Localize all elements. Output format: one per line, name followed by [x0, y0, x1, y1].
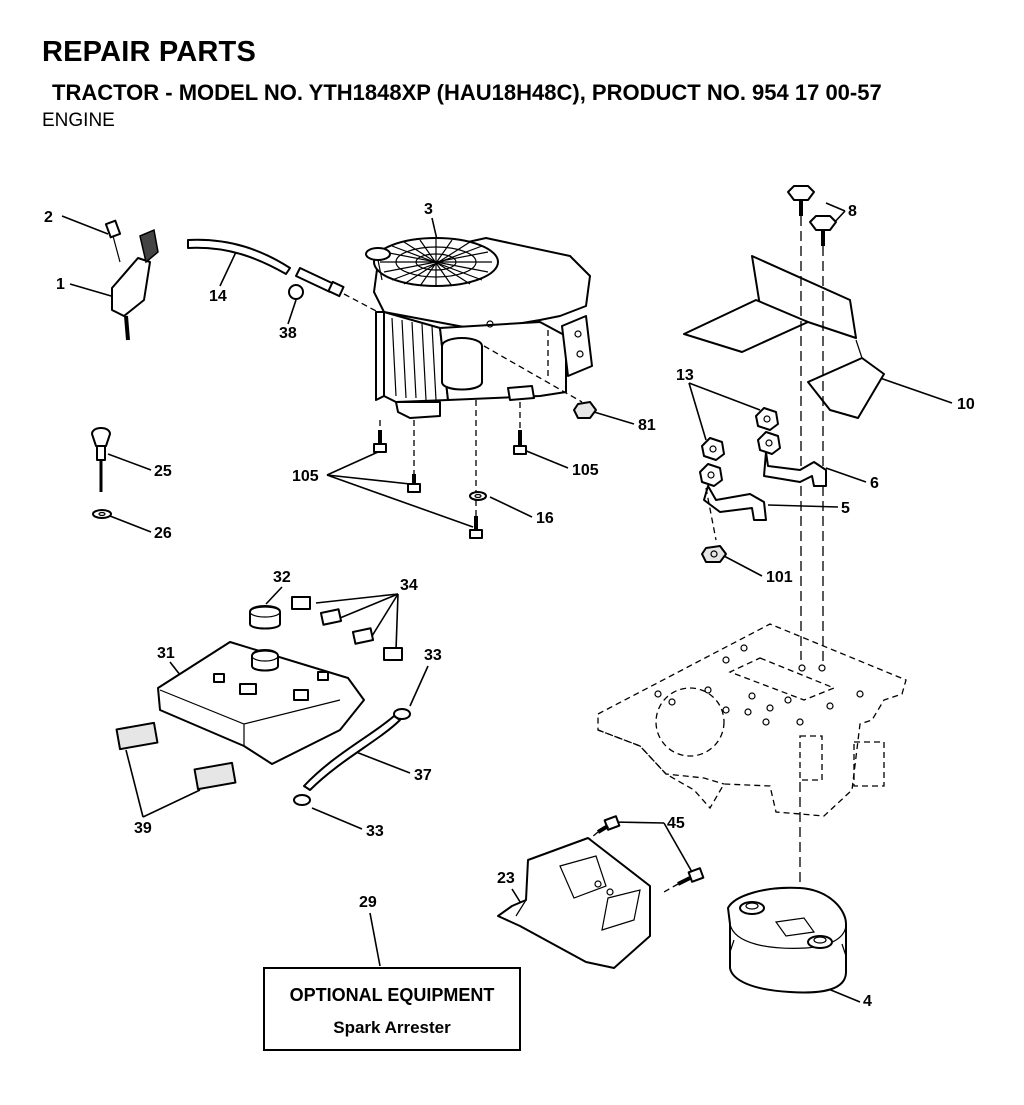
callout-4: 4: [863, 993, 872, 1010]
callout-6: 6: [870, 475, 879, 492]
callout-81: 81: [638, 417, 656, 434]
callout-31: 31: [157, 645, 175, 662]
callout-39: 39: [134, 820, 152, 837]
callout-33-bottom: 33: [366, 823, 384, 840]
callout-8: 8: [848, 203, 857, 220]
heat-shield: [683, 185, 885, 666]
throttle-control: [104, 219, 159, 341]
callout-101: 101: [766, 569, 793, 586]
callout-34: 34: [400, 577, 418, 594]
fuel-tank: [115, 596, 403, 791]
callout-45: 45: [667, 815, 685, 832]
nut-81: [573, 401, 597, 419]
callout-labels: 2 1 3 14 38 8 10 13 81 6 5 25 26 105 105…: [44, 201, 975, 1010]
callout-26: 26: [154, 525, 172, 542]
callout-105-left: 105: [292, 468, 319, 485]
callout-105-right: 105: [572, 462, 599, 479]
engine-bolts: [373, 430, 527, 539]
fuel-line: [187, 238, 379, 313]
fuel-hose: [293, 708, 411, 806]
callout-32: 32: [273, 569, 291, 586]
callout-23: 23: [497, 870, 515, 887]
callout-37: 37: [414, 767, 432, 784]
leader-lines: [61, 202, 953, 1003]
muffler-shield: [497, 815, 705, 969]
optional-equipment-title: OPTIONAL EQUIPMENT: [289, 985, 495, 1005]
tractor-frame: [597, 623, 907, 900]
muffler: [727, 886, 847, 994]
callout-2: 2: [44, 209, 53, 226]
callout-3: 3: [424, 201, 433, 218]
callout-5: 5: [841, 500, 850, 517]
exhaust-pipes: [699, 407, 827, 563]
callout-16: 16: [536, 510, 554, 527]
callout-1: 1: [56, 276, 65, 293]
page-title: REPAIR PARTS: [42, 36, 257, 68]
callout-38: 38: [279, 325, 297, 342]
section-label: ENGINE: [42, 110, 115, 131]
spark-arrester-label: Spark Arrester: [333, 1018, 451, 1037]
callout-13: 13: [676, 367, 694, 384]
callout-14: 14: [209, 288, 227, 305]
model-line: TRACTOR - MODEL NO. YTH1848XP (HAU18H48C…: [52, 80, 882, 105]
callout-25: 25: [154, 463, 172, 480]
callout-10: 10: [957, 396, 975, 413]
engine: [365, 237, 593, 518]
callout-33-top: 33: [424, 647, 442, 664]
dipstick: [91, 427, 112, 519]
optional-equipment-box: OPTIONAL EQUIPMENT Spark Arrester: [263, 967, 521, 1051]
callout-29: 29: [359, 894, 377, 911]
